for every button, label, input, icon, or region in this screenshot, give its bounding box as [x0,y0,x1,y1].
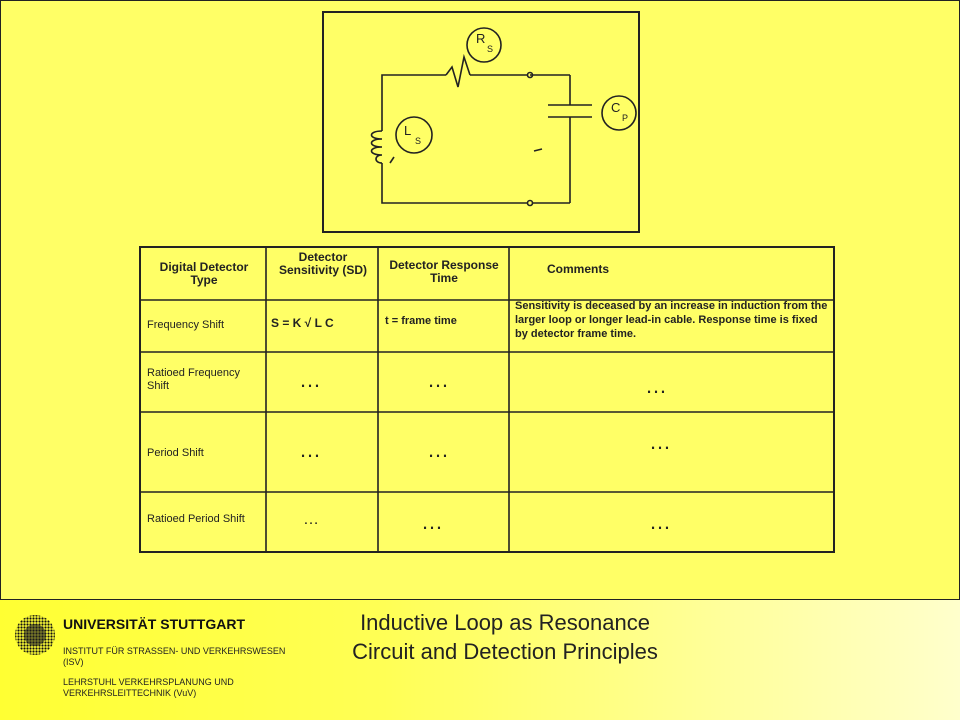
cp-subscript: P [622,113,629,123]
response-ellipsis-4: … [421,509,444,534]
row-type-frequency-shift: Frequency Shift [147,319,225,331]
slide-title: Inductive Loop as Resonance Circuit and … [352,610,658,664]
cp-label: C [611,100,621,115]
rs-label: R [476,31,486,46]
institute-name: INSTITUT FÜR STRASSEN- UND VERKEHRSWESEN… [63,646,286,667]
detector-table: Digital Detector Type Detector Sensitivi… [139,241,835,553]
comment-ellipsis-4: … [649,509,672,534]
sensitivity-ellipsis-4: … [303,511,320,528]
ls-label: L [404,123,412,138]
sensitivity-formula: S = K √ L C [271,316,334,330]
comment-ellipsis-3: … [649,429,672,454]
university-logo-icon [15,615,55,655]
circuit-diagram: R S L S C P [322,11,640,233]
rs-subscript: S [487,44,494,54]
sensitivity-ellipsis-2: … [299,367,322,392]
ls-subscript: S [415,136,422,146]
table-grid [139,246,835,553]
response-frame-time: t = frame time [385,315,457,327]
chair-name: LEHRSTUHL VERKEHRSPLANUNG UND VERKEHRSLE… [63,677,234,698]
comment-ellipsis-2: … [645,373,668,398]
header-detector-type: Digital Detector Type [159,260,249,287]
header-sensitivity: Detector Sensitivity (SD) [278,250,368,277]
response-ellipsis-2: … [427,367,450,392]
sensitivity-ellipsis-3: … [299,437,322,462]
university-name: UNIVERSITÄT STUTTGART [63,616,245,632]
circuit-wiring [370,27,637,207]
university-logo [14,614,56,661]
response-ellipsis-3: … [427,437,450,462]
slide-content-area: R S L S C P Digital Detector Type Detect… [0,0,960,600]
row-type-period-shift: Period Shift [147,447,204,459]
row-type-ratioed-frequency-shift: Ratioed Frequency Shift [147,367,240,392]
comment-frequency-shift: Sensitivity is deceased by an increase i… [515,300,828,340]
slide-footer [0,600,960,720]
header-response-time: Detector Response Time [389,258,499,285]
header-comments: Comments [547,262,610,276]
row-type-ratioed-period-shift: Ratioed Period Shift [147,513,245,525]
